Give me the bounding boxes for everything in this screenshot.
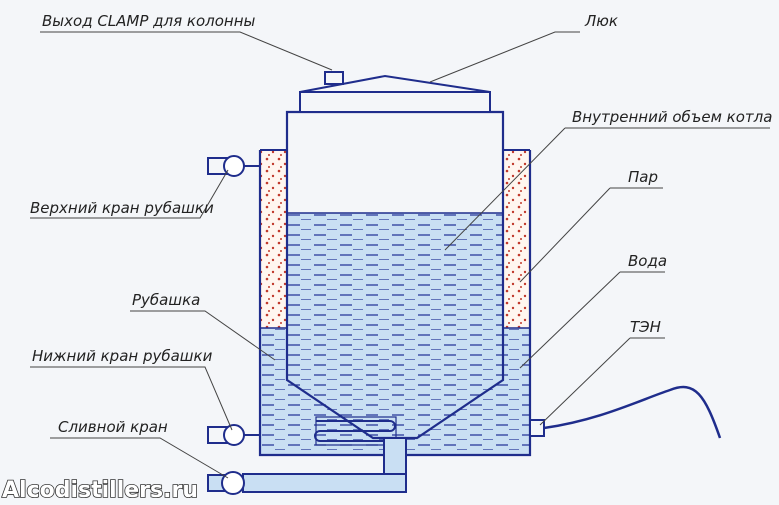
jacket-label: Рубашка <box>132 291 200 309</box>
watermark: Alcodistillers.ru <box>2 478 198 503</box>
inner-kettle <box>285 110 505 440</box>
hatch-label: Люк <box>584 12 618 30</box>
clamp-outlet-label: Выход CLAMP для колонны <box>42 12 256 30</box>
lower-jacket-valve-icon <box>207 424 260 446</box>
hatch <box>299 71 491 113</box>
lower-jacket-valve-label: Нижний кран рубашки <box>32 347 213 365</box>
leader-lines <box>30 31 770 479</box>
upper-jacket-valve-icon <box>207 155 260 177</box>
drain-valve-icon <box>221 471 245 495</box>
steam-label: Пар <box>628 168 658 186</box>
water-label: Вода <box>628 252 667 270</box>
heater-label: ТЭН <box>630 318 661 336</box>
drain-valve-label: Сливной кран <box>58 418 168 436</box>
upper-jacket-valve-label: Верхний кран рубашки <box>30 199 214 217</box>
steam-zone <box>260 150 530 328</box>
inner-volume-label: Внутренний объем котла <box>572 108 772 126</box>
heater-element <box>314 385 722 446</box>
